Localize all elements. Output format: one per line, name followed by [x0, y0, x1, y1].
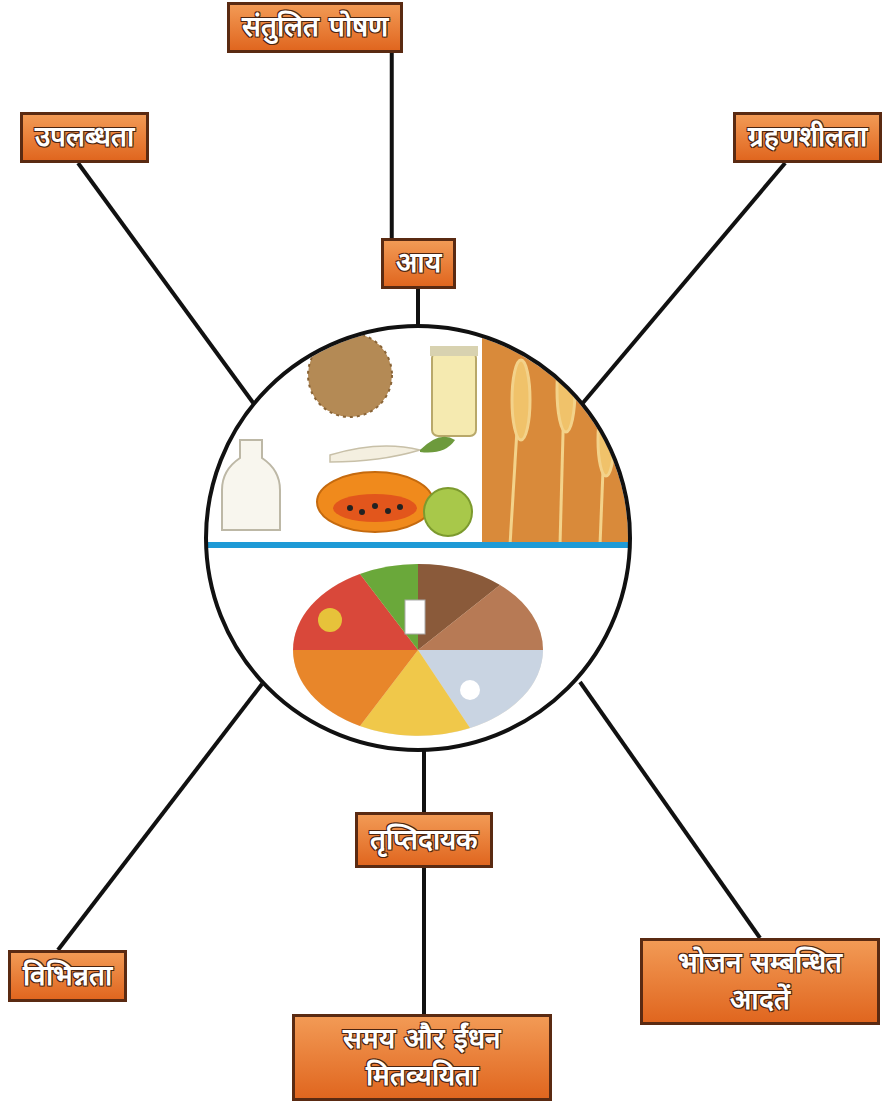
box-label: तृप्तिदायक	[370, 822, 478, 858]
guava	[424, 488, 472, 536]
wheat-panel	[482, 320, 642, 545]
label-box: समय और ईंधन मितव्ययिता	[292, 1014, 552, 1101]
food-plate	[293, 564, 543, 736]
label-box: ग्रहणशीलता	[733, 112, 882, 163]
label-box: विभिन्नता	[8, 950, 127, 1002]
box-label: संतुलित पोषण	[242, 9, 388, 45]
box-label: भोजन सम्बन्धित आदतें	[655, 945, 865, 1018]
box-label: ग्रहणशीलता	[748, 119, 867, 155]
label-box: भोजन सम्बन्धित आदतें	[640, 938, 880, 1025]
leader-line	[580, 682, 760, 938]
label-box: तृप्तिदायक	[355, 812, 493, 868]
radish	[330, 446, 420, 462]
leader-line	[416, 289, 420, 326]
papaya	[317, 472, 433, 532]
leader-line	[422, 750, 426, 812]
divider-line	[206, 542, 630, 548]
wheat-ears	[510, 348, 614, 545]
label-box: संतुलित पोषण	[227, 2, 403, 53]
milk-bottle	[222, 440, 280, 530]
leader-line	[582, 163, 785, 404]
leader-line	[78, 163, 254, 404]
box-label: उपलब्धता	[35, 119, 134, 155]
grain-pile	[308, 333, 392, 417]
box-label: समय और ईंधन मितव्ययिता	[307, 1021, 537, 1094]
jar	[432, 352, 476, 436]
label-box: आय	[381, 238, 456, 289]
label-box: उपलब्धता	[20, 112, 149, 163]
box-label: आय	[396, 245, 441, 281]
leader-line	[58, 684, 262, 950]
box-label: विभिन्नता	[23, 958, 112, 994]
connector-line	[422, 868, 426, 1014]
connector-line	[390, 53, 394, 238]
circle-outline	[206, 326, 630, 750]
